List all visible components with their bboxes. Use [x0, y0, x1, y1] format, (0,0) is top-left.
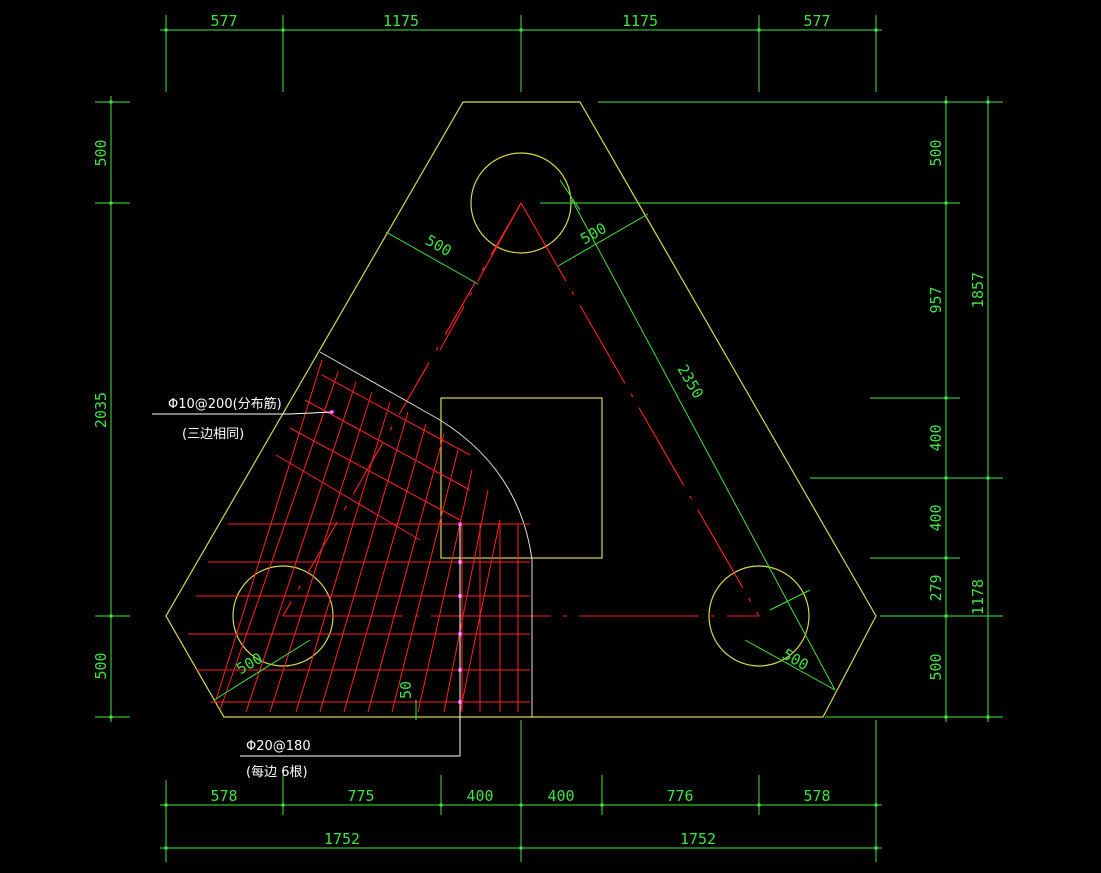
dim-bottom-5: 776 — [666, 787, 693, 805]
dim-top-3: 1175 — [622, 12, 658, 30]
dim-top-2: 1175 — [383, 12, 419, 30]
rebar-horizontal — [188, 523, 530, 703]
dim-right-1: 500 — [927, 139, 945, 166]
leader-lines — [152, 411, 461, 757]
column-outline — [440, 397, 603, 559]
note-distribution-bar-sub: (三边相同) — [182, 427, 244, 442]
dim-bottom-total-1: 1752 — [324, 830, 360, 848]
dim-left-2: 2035 — [92, 392, 110, 428]
rebar-radial — [275, 374, 471, 541]
dimension-ticks — [109, 28, 990, 850]
dim-bottom-1: 578 — [210, 787, 237, 805]
dim-bottom-total-2: 1752 — [680, 830, 716, 848]
dim-pile-right: 500 — [779, 645, 811, 674]
pile-right — [708, 565, 810, 667]
note-main-bar-sub: (每边 6根) — [246, 764, 308, 780]
note-main-bar: Φ20@180 — [246, 739, 311, 754]
dim-arm-width-left: 500 — [422, 231, 454, 260]
dim-top-1: 577 — [210, 12, 237, 30]
dim-bottom-3: 400 — [466, 787, 493, 805]
dim-top-4: 577 — [803, 12, 830, 30]
dim-right-2: 957 — [927, 286, 945, 313]
dim-left-3: 500 — [92, 652, 110, 679]
dim-right-5: 279 — [927, 574, 945, 601]
dim-bottom-6: 578 — [803, 787, 830, 805]
dim-arm-length: 2350 — [674, 361, 708, 401]
dim-bottom-2: 775 — [347, 787, 374, 805]
centerlines — [282, 202, 760, 617]
rebar-zone-boundary — [319, 351, 533, 717]
dim-right-4: 400 — [927, 504, 945, 531]
note-distribution-bar: Φ10@200(分布筋) — [168, 396, 282, 412]
dim-right-3: 400 — [927, 424, 945, 451]
dim-pile-left: 500 — [233, 649, 265, 678]
pile-cap-outline — [165, 101, 877, 718]
rebar-vertical — [461, 524, 519, 712]
dim-right-outer-2: 1178 — [969, 579, 987, 615]
dim-arm-width-right: 500 — [577, 219, 609, 248]
dim-bottom-4: 400 — [547, 787, 574, 805]
dim-right-6: 500 — [927, 653, 945, 680]
dim-cover: 50 — [397, 681, 415, 699]
dim-right-outer-1: 1857 — [969, 272, 987, 308]
dim-left-1: 500 — [92, 139, 110, 166]
